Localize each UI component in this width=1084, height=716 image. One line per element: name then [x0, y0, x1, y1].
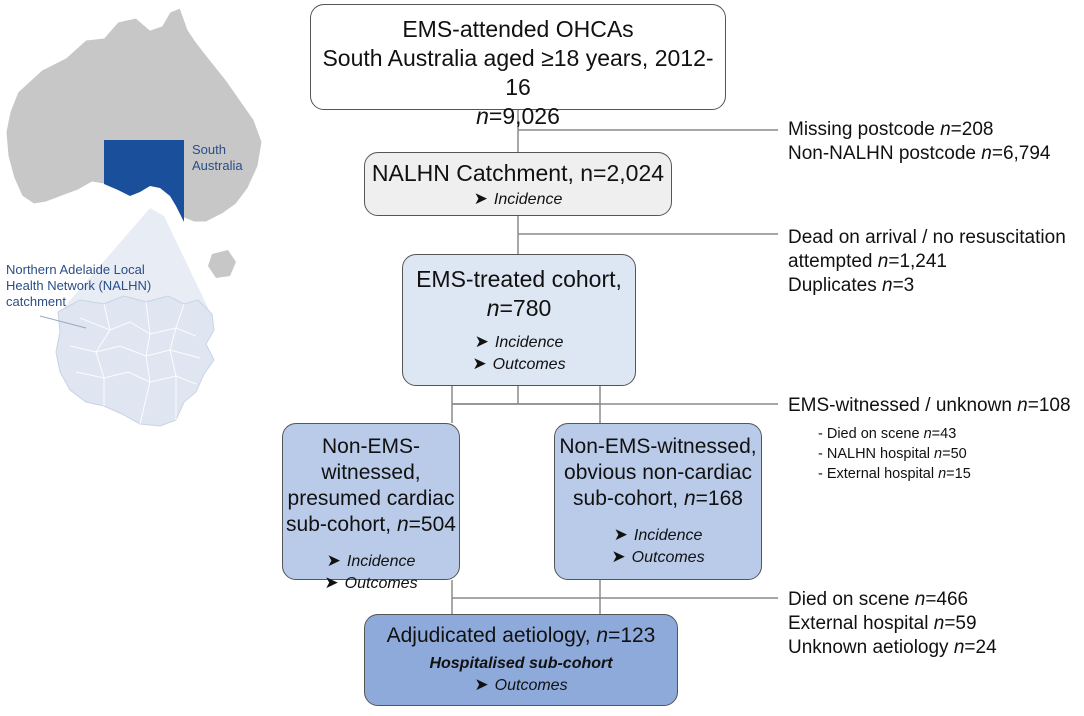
australia-map: [5, 7, 263, 427]
bullet-arrow-icon: ➤: [472, 354, 487, 373]
box-adjudicated-bullet-outcomes: ➤Outcomes: [474, 675, 568, 694]
bullet-arrow-icon: ➤: [473, 189, 488, 208]
bullet-arrow-icon: ➤: [613, 525, 628, 544]
nalhn-catchment-shape: [55, 295, 215, 427]
bullet-arrow-icon: ➤: [474, 675, 489, 694]
exclusion-group-1: Missing postcode n=208 Non-NALHN postcod…: [788, 118, 1051, 166]
exclusion-group-4: Died on scene n=466 External hospital n=…: [788, 588, 997, 660]
box-ems-attended-n: n=9,026: [476, 103, 560, 129]
exclusion-duplicates: Duplicates n=3: [788, 275, 915, 296]
exclusion-group-2: Dead on arrival / no resuscitation attem…: [788, 226, 1066, 298]
exclusion-died-on-scene-466: Died on scene n=466: [788, 589, 969, 610]
box-cardiac-bullet-outcomes: ➤Outcomes: [324, 573, 418, 592]
box-cardiac-bullet-incidence: ➤Incidence: [326, 551, 416, 570]
australia-mainland-shape: [5, 7, 263, 223]
exclusion-missing-postcode: Missing postcode n=208: [788, 119, 994, 140]
box-adjudicated-title: Adjudicated aetiology, n=123: [386, 624, 656, 647]
box-nalhn-bullet-incidence: ➤Incidence: [473, 189, 563, 208]
exclusion-unknown-aetiology-24: Unknown aetiology n=24: [788, 637, 997, 658]
state-label-line-1: South: [192, 142, 226, 157]
catchment-label-line-1: Northern Adelaide Local: [6, 262, 145, 277]
exclusion-nalhn-hospital-50: - NALHN hospital n=50: [818, 446, 967, 462]
box-noncardiac-line-3: sub-cohort, n=168: [573, 487, 743, 510]
exclusion-external-hospital-15: - External hospital n=15: [818, 466, 971, 482]
catchment-callout-line: [39, 315, 87, 329]
zoom-wedge: [60, 208, 210, 312]
box-ems-attended: EMS-attended OHCAs South Australia aged …: [310, 4, 726, 129]
tasmania-shape: [208, 250, 236, 278]
bullet-arrow-icon: ➤: [326, 551, 341, 570]
box-noncardiac-bullet-outcomes: ➤Outcomes: [611, 547, 705, 566]
south-australia-shape: [104, 140, 184, 222]
catchment-subregion-lines: [69, 301, 201, 425]
box-noncardiac-bullet-incidence: ➤Incidence: [613, 525, 703, 544]
nalhn-catchment-label: Northern Adelaide Local Health Network (…: [6, 262, 151, 310]
exclusion-dead-on-arrival: Dead on arrival / no resuscitation: [788, 227, 1066, 248]
box-nalhn-catchment: NALHN Catchment, n=2,024 ➤Incidence: [364, 152, 672, 216]
box-cardiac-line-3: sub-cohort, n=504: [286, 513, 456, 536]
exclusion-group-3: EMS-witnessed / unknown n=108: [788, 394, 1071, 418]
bullet-arrow-icon: ➤: [324, 573, 339, 592]
box-presumed-cardiac: Non-EMS-witnessed, presumed cardiac sub-…: [282, 423, 460, 592]
box-ems-treated-title: EMS-treated cohort,: [416, 266, 622, 292]
box-cardiac-line-2: presumed cardiac: [287, 487, 455, 510]
box-ems-attended-line-2: South Australia aged ≥18 years, 2012-16: [322, 45, 714, 100]
box-noncardiac-line-2: obvious non-cardiac: [564, 461, 752, 484]
bullet-arrow-icon: ➤: [611, 547, 626, 566]
exclusion-ems-witnessed: EMS-witnessed / unknown n=108: [788, 395, 1071, 416]
exclusion-died-on-scene-43: - Died on scene n=43: [818, 426, 957, 442]
box-adjudicated-aetiology: Adjudicated aetiology, n=123 Hospitalise…: [364, 614, 678, 706]
box-adjudicated-subtitle: Hospitalised sub-cohort: [429, 655, 613, 672]
state-label-line-2: Australia: [192, 158, 243, 173]
bullet-arrow-icon: ➤: [474, 332, 489, 351]
box-noncardiac-line-1: Non-EMS-witnessed,: [559, 435, 757, 458]
exclusion-attempted: attempted n=1,241: [788, 251, 948, 272]
box-nalhn-title: NALHN Catchment, n=2,024: [371, 160, 665, 186]
box-ems-treated-bullet-outcomes: ➤Outcomes: [472, 354, 566, 373]
box-ems-treated-n: n=780: [486, 295, 552, 321]
exclusion-non-nalhn-postcode: Non-NALHN postcode n=6,794: [788, 143, 1051, 164]
box-ems-treated-bullet-incidence: ➤Incidence: [474, 332, 564, 351]
box-cardiac-line-1: Non-EMS-witnessed,: [321, 435, 421, 484]
south-australia-label: South Australia: [192, 142, 243, 174]
box-non-cardiac: Non-EMS-witnessed, obvious non-cardiac s…: [554, 423, 762, 580]
catchment-label-line-3: catchment: [6, 294, 66, 309]
exclusion-group-3-detail: - Died on scene n=43 - NALHN hospital n=…: [818, 424, 971, 484]
exclusion-external-hospital-59: External hospital n=59: [788, 613, 977, 634]
catchment-label-line-2: Health Network (NALHN): [6, 278, 152, 293]
box-ems-attended-line-1: EMS-attended OHCAs: [402, 16, 634, 42]
box-ems-treated: EMS-treated cohort, n=780 ➤Incidence ➤Ou…: [402, 254, 636, 386]
